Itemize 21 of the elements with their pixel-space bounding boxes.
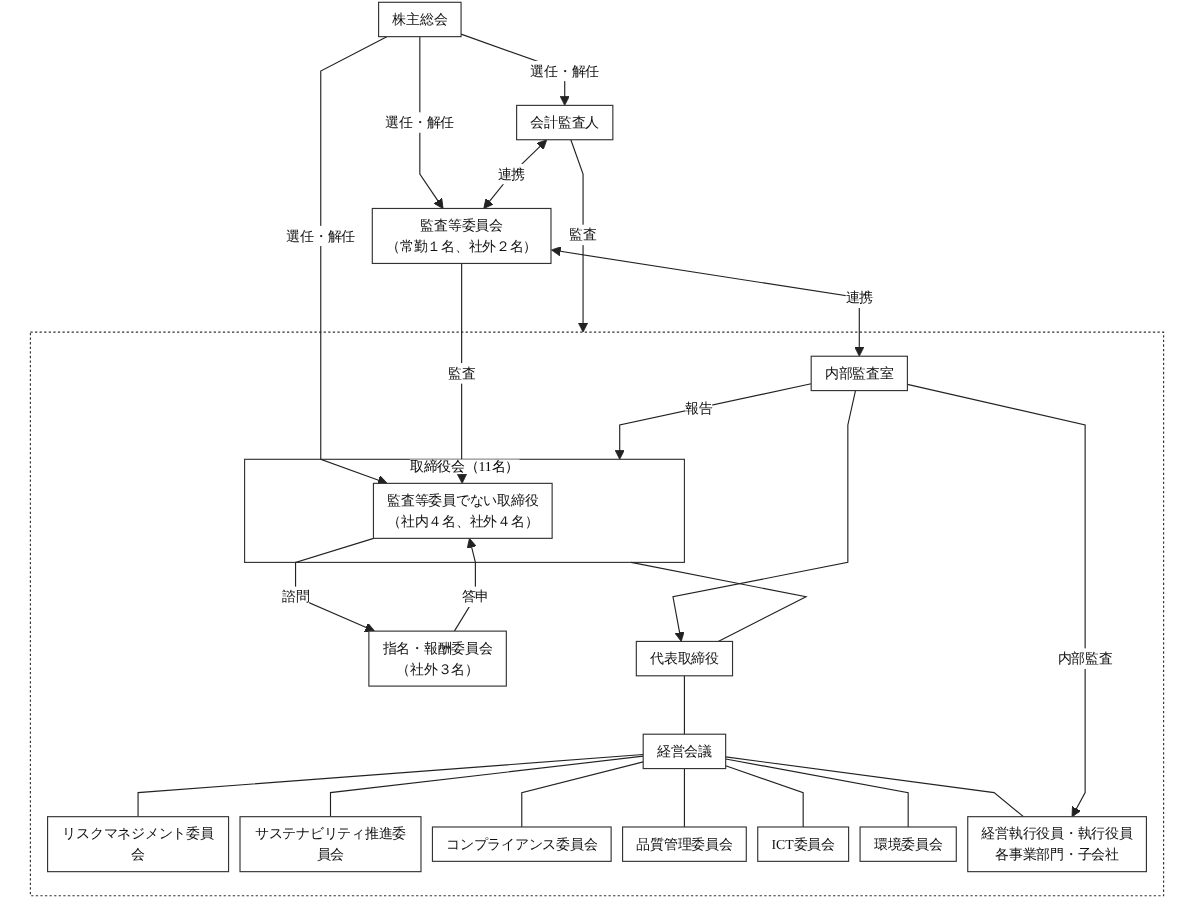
connector [329, 755, 644, 818]
arrow [456, 262, 467, 484]
connector [137, 753, 644, 818]
connector [683, 675, 685, 735]
connector [725, 758, 909, 828]
connector [630, 561, 808, 642]
arrow [551, 246, 865, 357]
arrow [320, 36, 388, 485]
cluster [29, 331, 1165, 897]
arrow [570, 139, 589, 333]
connector [683, 768, 685, 828]
arrow [906, 383, 1086, 818]
arrow [453, 537, 477, 632]
arrow [672, 390, 857, 642]
arrow [295, 537, 375, 633]
arrow [483, 139, 548, 209]
arrow [419, 36, 444, 209]
connector [521, 761, 644, 828]
connector [725, 765, 804, 828]
connector [725, 756, 1025, 818]
arrow [614, 383, 812, 460]
